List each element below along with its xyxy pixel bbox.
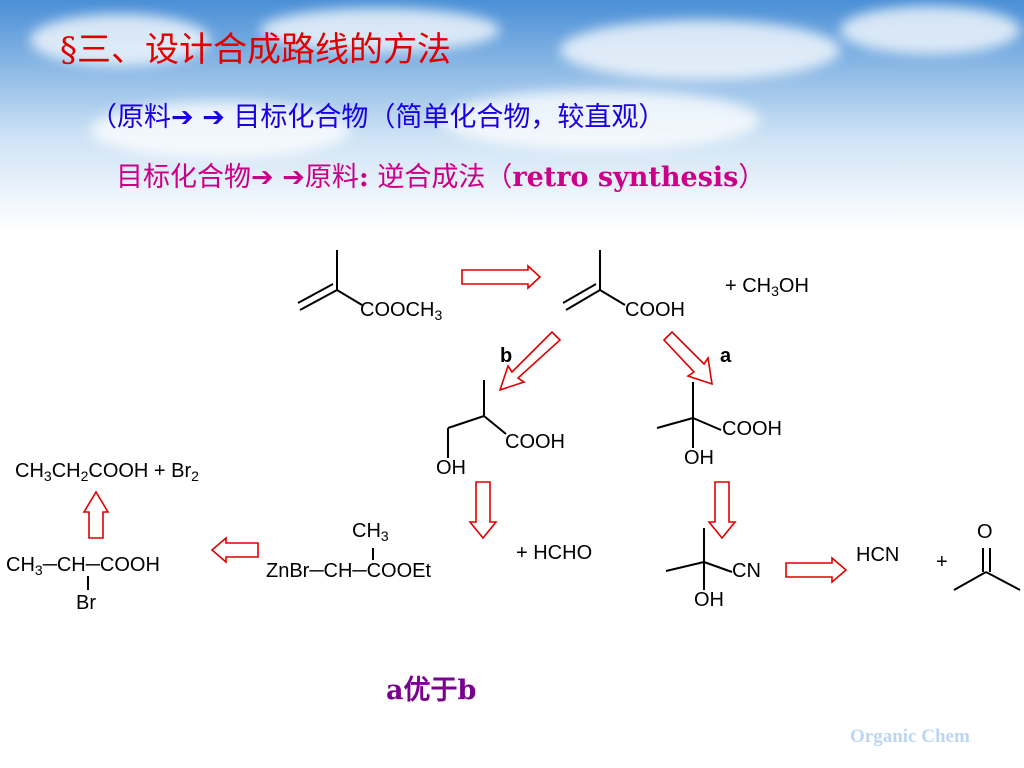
bromo-substituent-label: Br (76, 592, 96, 614)
a-acid-label: COOH (722, 418, 782, 440)
nitrile-label: CN (732, 560, 761, 582)
mma-ester-bond (336, 289, 363, 306)
plus-sign: + (936, 551, 948, 573)
maa-double-bond-2 (562, 283, 597, 304)
acetone-right (985, 571, 1021, 591)
retro-english-term: retro synthesis (512, 162, 739, 193)
retro-colon: : (358, 162, 369, 193)
maa-acid-bond (599, 289, 626, 306)
retro-method-text: 逆合成法（ (368, 162, 513, 193)
ketone-oxygen-label: O (977, 521, 993, 543)
retro-arrow-a-down (707, 481, 737, 540)
reformatsky-methyl-label: CH3 (352, 520, 389, 544)
watermark: Organic Chem (850, 726, 970, 747)
reformatsky-reagent-label: ZnBr─CH─COOEt (266, 560, 432, 582)
conclusion-text: a优于b (386, 675, 477, 706)
path-b-label: b (500, 345, 513, 367)
mma-double-bond-1 (299, 289, 338, 311)
retro-arrow-reformatsky (210, 536, 259, 564)
retro-direction-text: 目标化合物➔ ➔原料 (116, 162, 359, 193)
b-hydroxyl-label: OH (436, 457, 466, 479)
cn-bond (703, 561, 733, 573)
acetone-left (953, 571, 987, 591)
mma-double-bond-2 (297, 283, 334, 304)
ester-group-label: COOCH3 (360, 299, 443, 323)
retro-arrow-bromination (82, 490, 110, 539)
b-acid-label: COOH (505, 431, 565, 453)
retro-arrow-cyanohydrin (785, 556, 848, 584)
retro-arrow-b-down (468, 481, 498, 540)
bromo-acid-label: CH3─CH─COOH (6, 554, 160, 578)
retro-synthesis-line: 目标化合物➔ ➔原料: 逆合成法（retro synthesis） (116, 155, 765, 194)
cn-methyl-left (665, 561, 705, 572)
maa-double-bond-1 (565, 289, 601, 311)
hcn-label: HCN (856, 544, 900, 566)
ha-methyl-left (656, 417, 694, 429)
path-a-label: a (720, 345, 732, 367)
forward-synthesis-line: （原料➔ ➔ 目标化合物（简单化合物，较直观） (90, 102, 666, 133)
acid-group-label: COOH (625, 299, 685, 321)
retro-arrow-b (498, 330, 562, 392)
retro-arrow-a (662, 330, 713, 386)
propanoic-acid-label: CH3CH2COOH + Br2 (15, 460, 199, 484)
retro-close-paren: ） (738, 162, 766, 193)
retro-arrow-ester (461, 264, 542, 290)
ha-acid-bond (692, 417, 722, 431)
formaldehyde-label: + HCHO (516, 542, 593, 564)
methanol-label: + CH3OH (725, 275, 809, 299)
slide-title: §三、设计合成路线的方法 (60, 30, 451, 70)
hb-ch2-bond (447, 415, 485, 429)
a-hydroxyl-label: OH (684, 447, 714, 469)
cyanohydrin-hydroxyl-label: OH (694, 589, 724, 611)
hb-acid-bond (483, 415, 507, 435)
